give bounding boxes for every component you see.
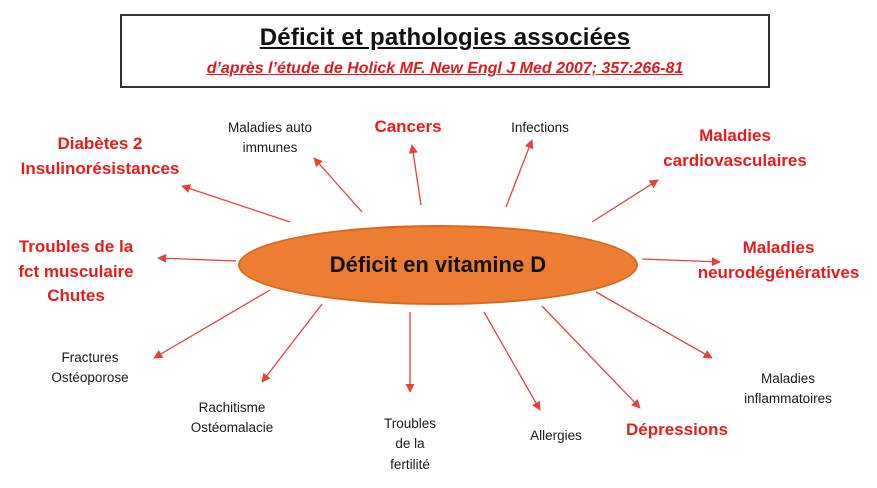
arrow-neuro [641, 257, 721, 267]
diagram-source: d’après l’étude de Holick MF. New Engl J… [206, 60, 684, 77]
node-inflammatory-line2: inflammatoires [744, 391, 832, 407]
node-allergies: Allergies [508, 426, 604, 446]
node-muscular-line1: Troubles de la [18, 237, 134, 256]
arrow-fractures [153, 289, 271, 359]
node-autoimmune-line1: Maladies auto [227, 120, 313, 135]
node-diabetes-line1: Diabètes 2 [57, 134, 143, 153]
arrow-rickets [261, 303, 323, 383]
node-neuro-line1: Maladies [742, 238, 815, 257]
node-depressions: Dépressions [612, 418, 742, 443]
arrow-infections [505, 139, 534, 208]
node-cardio-line1: Maladies [699, 126, 771, 145]
node-depressions-line1: Dépressions [625, 420, 729, 439]
node-muscular: Troubles de la fct musculaire Chutes [6, 235, 146, 309]
node-fractures-line2: Ostéoporose [51, 370, 129, 386]
node-neuro: Maladies neurodégénératives [686, 236, 871, 285]
node-autoimmune: Maladies auto immunes [200, 118, 340, 159]
node-cardio-line2: cardiovasculaires [663, 150, 807, 170]
node-cancers-line1: Cancers [374, 117, 442, 136]
arrow-cardio [591, 179, 659, 223]
node-fractures: Fractures Ostéoporose [30, 348, 150, 389]
diagram-title: Déficit et pathologies associées [259, 24, 631, 51]
node-fertility-line1: Troubles [383, 416, 437, 431]
center-label: Déficit en vitamine D [329, 252, 547, 277]
arrow-autoimmune [313, 157, 363, 213]
node-cancers: Cancers [356, 115, 460, 140]
arrow-depressions [541, 305, 641, 409]
node-infections-line1: Infections [511, 120, 569, 135]
node-cardio: Maladies cardiovasculaires [650, 124, 820, 173]
node-inflammatory-line1: Maladies [760, 371, 816, 386]
node-diabetes-line2: Insulinorésistances [20, 158, 180, 178]
node-rickets: Rachitisme Ostéomalacie [170, 398, 294, 439]
node-muscular-line2: fct musculaire [18, 261, 134, 281]
arrow-muscular [157, 253, 237, 263]
arrow-cancers [408, 144, 422, 206]
node-diabetes: Diabètes 2 Insulinorésistances [10, 132, 190, 181]
node-fertility-line3: fertilité [390, 456, 430, 472]
node-inflammatory: Maladies inflammatoires [718, 369, 858, 410]
node-fractures-line1: Fractures [61, 350, 119, 365]
node-muscular-line3: Chutes [47, 286, 105, 306]
node-rickets-line2: Ostéomalacie [190, 420, 274, 436]
node-neuro-line2: neurodégénératives [697, 262, 860, 282]
node-allergies-line1: Allergies [530, 428, 582, 443]
node-fertility: Troubles de la fertilité [358, 414, 462, 475]
arrow-diabetes [181, 184, 291, 223]
node-fertility-line2: de la [395, 436, 425, 452]
node-rickets-line1: Rachitisme [198, 400, 266, 415]
center-ellipse: Déficit en vitamine D [238, 225, 638, 305]
node-autoimmune-line2: immunes [242, 140, 298, 156]
title-box: Déficit et pathologies associées d’après… [120, 14, 770, 88]
arrow-inflammatory [595, 291, 713, 359]
arrow-allergies [483, 311, 541, 411]
node-infections: Infections [488, 118, 592, 138]
